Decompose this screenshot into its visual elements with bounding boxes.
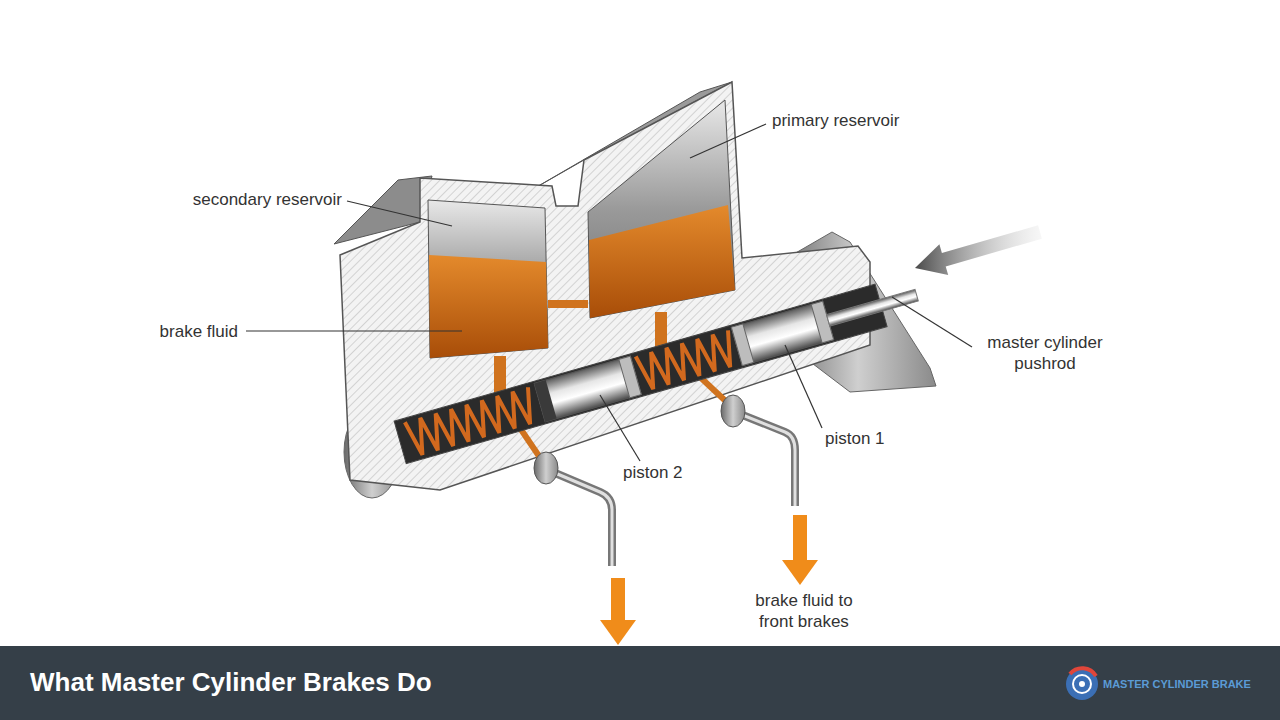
part-label: secondary reservoir: [193, 189, 342, 210]
part-label: brake fluid: [160, 321, 238, 342]
part-label: piston 1: [825, 428, 885, 449]
part-label: brake fluid to front brakes: [742, 590, 867, 632]
footer-title: What Master Cylinder Brakes Do: [30, 666, 432, 698]
part-label: piston 2: [623, 462, 683, 483]
part-label: master cylinder pushrod: [975, 332, 1115, 374]
logo-text: MASTER CYLINDER BRAKE: [1103, 677, 1251, 691]
part-label: primary reservoir: [772, 110, 900, 131]
